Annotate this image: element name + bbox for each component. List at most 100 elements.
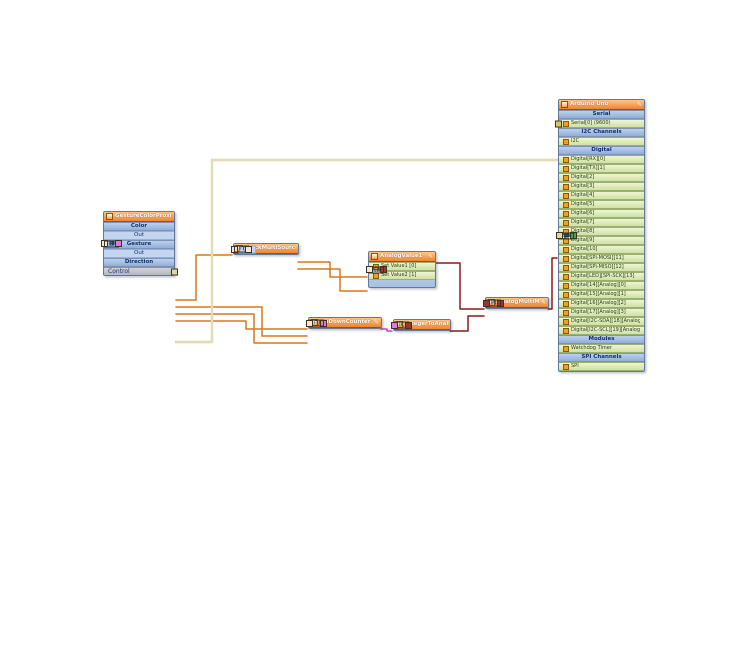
section-label: Color [130,223,148,229]
channel-icon [563,174,569,181]
pin-group: Out [567,232,569,239]
pin-label: Out [567,232,569,239]
component-header[interactable]: Arduino Uno✎ [559,100,644,110]
pin-group: Out [567,232,569,239]
pin-label: Digital [564,232,568,239]
pin-label: Out [567,232,569,239]
pin-group: ⊓In [374,266,379,273]
section-header: Color [104,222,174,231]
pin-label: Out [567,232,569,239]
pin-label: Pin [0] [491,299,495,307]
pin-group: Color [112,240,114,247]
clock-waveform-glyph: ⊓ [110,240,114,246]
pin-label: Digital [564,232,568,239]
pin-group: Out [567,232,569,239]
edit-pencil-icon[interactable]: ✎ [540,298,546,306]
pin-out[interactable] [405,321,412,329]
pin-group: Clear [109,240,114,247]
component-clock-multi-source1[interactable]: ClockMultiSource1⊓InOutPin [0]⊓Pin [1]⊓ [231,243,299,255]
pin-group: Out [567,232,569,239]
channel-label: Digital[SPI-MISO][12] [571,264,624,270]
pin-group: Out [567,232,569,239]
channel-label: Watchdog Timer [571,345,612,351]
component-up-down-counter1[interactable]: UpDownCounter1✎⊓ResetOut [32]⊓Up⊓Down [306,317,382,329]
pin-group: Out [567,232,569,239]
wire-clock-gesturecolorproximity1-right[interactable] [175,320,308,330]
pin-group: Digital [564,232,567,239]
wire-clock-clockmultisource1-pin-1[interactable] [297,268,368,292]
pin-group: ⊓In [374,266,379,273]
channel-label: Digital[16][Analog][2] [571,300,626,306]
channel-label: Digital[I2C-SDA][18][Analog][4] [571,318,640,324]
channel-icon [563,156,569,163]
edit-pencil-icon[interactable]: ✎ [373,318,379,326]
wire-analog-analogmultimerger1-out[interactable] [547,257,558,310]
component-integer-to-analog1[interactable]: IntegerToAnalog1InOut [391,319,451,331]
component-gesture-color-proximity1[interactable]: GestureColorProximity1⊓ClockOut⊓Color⊓Cl… [101,211,178,276]
pin-label: Analog (PWM) [564,232,569,239]
channel-bar: Digital[14][Analog][0] [559,281,644,290]
channel-label: Digital[TX][1] [571,165,605,171]
pin-group: Control [108,268,130,275]
wire-clock-gesturecolorproximity1-down[interactable] [175,306,308,337]
pin-group: In [564,232,569,239]
component-header[interactable]: AnalogValue1 ✎ [369,252,435,262]
pin-pin-1[interactable] [245,245,252,253]
edit-pencil-icon[interactable]: ✎ [427,252,433,260]
wire-analog-integertoanalog1-out[interactable] [449,315,485,332]
pin-label: Out [564,232,569,239]
channel-icon [563,345,569,352]
component-title: IntegerToAnalog1 [405,321,448,327]
pin-group: Out [401,322,404,329]
pin-label: Digital [564,232,568,239]
pin-clock[interactable] [366,266,373,273]
pin-label: Out [567,232,569,239]
section-label: Serial [592,111,611,117]
pin-label: Red [109,240,114,247]
component-analog-multi-merger1[interactable]: AnalogMultiMerger1✎Pin [0]OutPin [1] [483,297,549,309]
wire-analog-analogvalue1-out[interactable] [435,262,485,310]
clock-waveform-glyph: ⊓ [374,266,378,272]
pin-row: ⊓Down [306,319,324,327]
pin-in[interactable] [556,232,563,239]
component-analog-value1[interactable]: AnalogValue1✎(Elements)OutSet Value1 [0]… [366,251,436,288]
pin-group: ⊓Clock [374,266,379,273]
pin-in[interactable] [391,321,398,329]
clock-waveform-glyph: ⊓ [314,319,318,326]
channel-bar: Digital[2] [559,173,644,182]
pin-label: Control [108,268,130,275]
channel-label: Digital[I2C-SCL][19][Analog][5] [571,327,640,333]
pin-group: Out [109,240,114,247]
wire-clock-gesturecolorproximity1-up[interactable] [175,254,233,301]
pin-out[interactable] [115,240,122,247]
pin-group: Analog (PWM) [564,232,569,239]
component-header[interactable]: GestureColorProximity1 [104,212,174,222]
wire-integer-updowncounter1-out-32[interactable] [380,328,393,332]
edit-pencil-icon[interactable]: ✎ [636,100,642,108]
clock-waveform-glyph: ⊓ [564,232,568,238]
pin-group: Pin [0] [491,300,494,307]
pin-group: Analog (PWM) [564,232,569,239]
pin-row: Pin [1]⊓ [234,245,252,253]
pin-group: Sending [564,232,569,239]
pin-group: Blue [109,240,114,247]
pin-group: Out [567,232,569,239]
pin-label: Sending [564,232,569,239]
pin-pin-1[interactable] [483,299,490,307]
pin-group: Out [567,232,569,239]
pin-label: Out [32] [316,319,319,327]
pin-row: ⊓Clock [366,266,384,273]
channel-label: Serial[0] (9600) [571,120,611,126]
channel-label: Digital[8] [571,228,595,234]
pin-pin[interactable] [171,268,178,275]
pin-group: Digital [564,232,567,239]
pin-down[interactable] [306,319,313,327]
pin-group: Digital [564,232,567,239]
pin-label: Analog (PWM) [564,232,569,239]
section-label: Direction [124,259,154,265]
pin-serial-0-9600-in[interactable] [555,120,562,127]
component-title: AnalogValue1 [380,253,423,259]
pin-label: Digital [564,232,568,239]
